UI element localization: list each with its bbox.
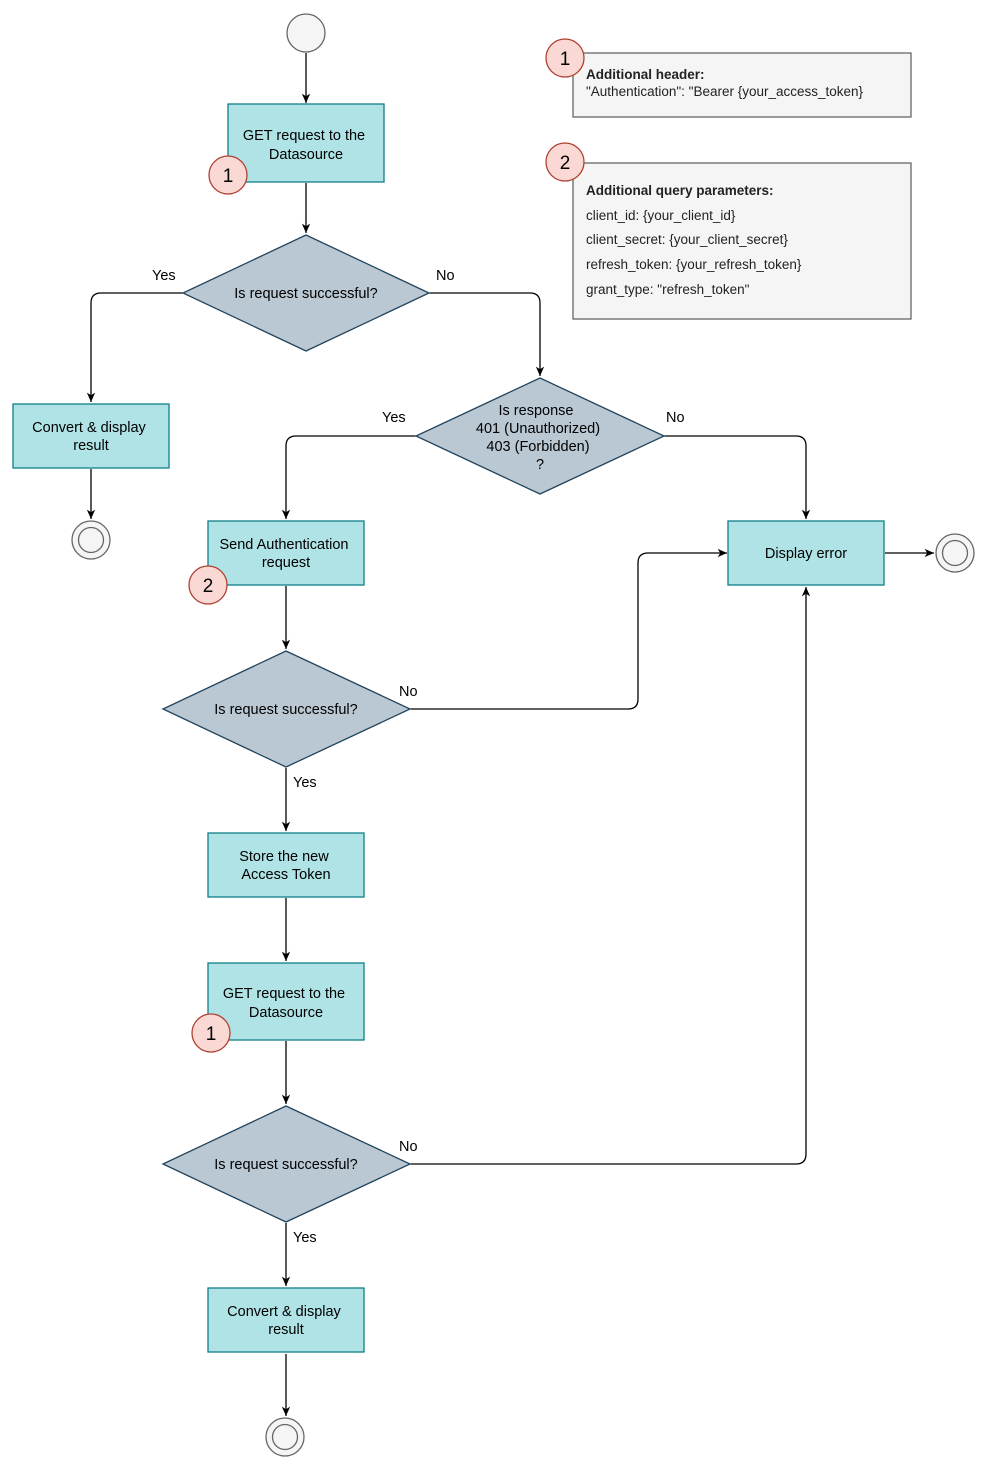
end-node (71, 520, 111, 560)
node-label: Is response (499, 403, 574, 419)
edge-decision1-no (429, 292, 545, 376)
node-label: Send Authentication (219, 537, 348, 553)
svg-text:Is request successful?: Is request successful? (214, 1157, 357, 1173)
svg-text:Convert & display result: Convert & display result (32, 420, 150, 454)
node-label: Is request successful? (234, 286, 377, 302)
badge-number: 1 (223, 166, 234, 187)
badge-number: 1 (206, 1024, 217, 1045)
process-convert-display-result: Convert & display result (12, 403, 170, 469)
end-node (265, 1417, 305, 1457)
edge-label-yes: Yes (382, 410, 406, 426)
end-node (935, 533, 975, 573)
node-label: Display error (765, 546, 847, 562)
node-label: Is request successful? (214, 702, 357, 718)
edge-decision3-no (410, 587, 811, 1165)
badge-1: 1 (191, 1013, 231, 1053)
svg-text:Send Authentication requ: Send Authentication request (219, 537, 352, 571)
svg-text:Store the new Access Tok: Store the new Access Token (239, 849, 333, 883)
note-line: refresh_token: {your_refresh_token} (586, 257, 802, 272)
node-label: Datasource (249, 1005, 323, 1021)
node-label: Convert & display (227, 1304, 341, 1320)
svg-text:Is request successful?: Is request successful? (214, 702, 357, 718)
edge-auth-decision-no (664, 435, 811, 519)
process-send-auth-request: Send Authentication request (207, 520, 365, 586)
edge-auth-decision-yes (281, 435, 416, 519)
node-label: GET request to the (243, 128, 365, 144)
badge-1: 1 (208, 155, 248, 195)
edge-label-yes: Yes (293, 1230, 317, 1246)
edge-label-yes: Yes (152, 268, 176, 284)
badge-number: 1 (560, 49, 571, 70)
svg-text:Display error: Display error (765, 546, 847, 562)
svg-text:Convert & display result: Convert & display result (227, 1304, 345, 1338)
edge-decision2-no (410, 548, 727, 710)
process-store-token: Store the new Access Token (207, 832, 365, 898)
note-line: grant_type: "refresh_token" (586, 282, 750, 297)
process-convert-display-result: Convert & display result (207, 1287, 365, 1353)
note-title: Additional header: (586, 67, 705, 82)
node-label: Convert & display (32, 420, 146, 436)
edge-label-no: No (399, 684, 418, 700)
note-line: client_secret: {your_client_secret} (586, 232, 788, 247)
node-label: Access Token (241, 867, 330, 883)
badge-1: 1 (545, 38, 585, 78)
edge-label-no: No (666, 410, 685, 426)
edge-decision1-yes (86, 292, 183, 402)
note-line: client_id: {your_client_id} (586, 208, 736, 223)
node-label: Is request successful? (214, 1157, 357, 1173)
badge-number: 2 (560, 153, 571, 174)
node-label: 401 (Unauthorized) (476, 421, 600, 437)
svg-text:GET request to the Datas: GET request to the Datasource (223, 986, 349, 1021)
badge-2: 2 (188, 565, 228, 605)
badge-number: 2 (203, 576, 214, 597)
decision-request-successful: Is request successful? (161, 1105, 412, 1223)
badge-2: 2 (545, 142, 585, 182)
decision-request-successful: Is request successful? (161, 650, 412, 768)
process-get-request: GET request to the Datasource (207, 962, 365, 1041)
node-label: result (268, 1322, 303, 1338)
start-node (286, 13, 326, 53)
process-display-error: Display error (727, 520, 885, 586)
decision-response-unauthorized: Is response 401 (Unauthorized) 403 (Forb… (414, 377, 666, 495)
edge-label-yes: Yes (293, 775, 317, 791)
node-label: result (73, 438, 108, 454)
note-query-parameters: Additional query parameters: client_id: … (572, 162, 912, 320)
node-label: Store the new (239, 849, 329, 865)
svg-text:Is response 401 (Unautho: Is response 401 (Unauthorized) 403 (Forb… (476, 403, 604, 473)
edges (86, 53, 934, 1416)
note-line: "Authentication": "Bearer {your_access_t… (586, 84, 864, 99)
svg-text:GET request to the Datas: GET request to the Datasource (243, 128, 369, 163)
note-additional-header: Additional header: "Authentication": "Be… (572, 52, 912, 118)
svg-text:Is request successful?: Is request successful? (234, 286, 377, 302)
process-get-request: GET request to the Datasource (227, 103, 385, 183)
node-label: request (262, 555, 310, 571)
edge-label-no: No (436, 268, 455, 284)
edge-labels: Yes No Yes No No Yes No Yes (152, 268, 685, 1246)
node-label: Datasource (269, 147, 343, 163)
node-label: ? (536, 457, 544, 473)
node-label: GET request to the (223, 986, 345, 1002)
decision-request-successful: Is request successful? (181, 234, 431, 352)
node-label: 403 (Forbidden) (486, 439, 589, 455)
edge-label-no: No (399, 1139, 418, 1155)
note-title: Additional query parameters: (586, 183, 774, 198)
